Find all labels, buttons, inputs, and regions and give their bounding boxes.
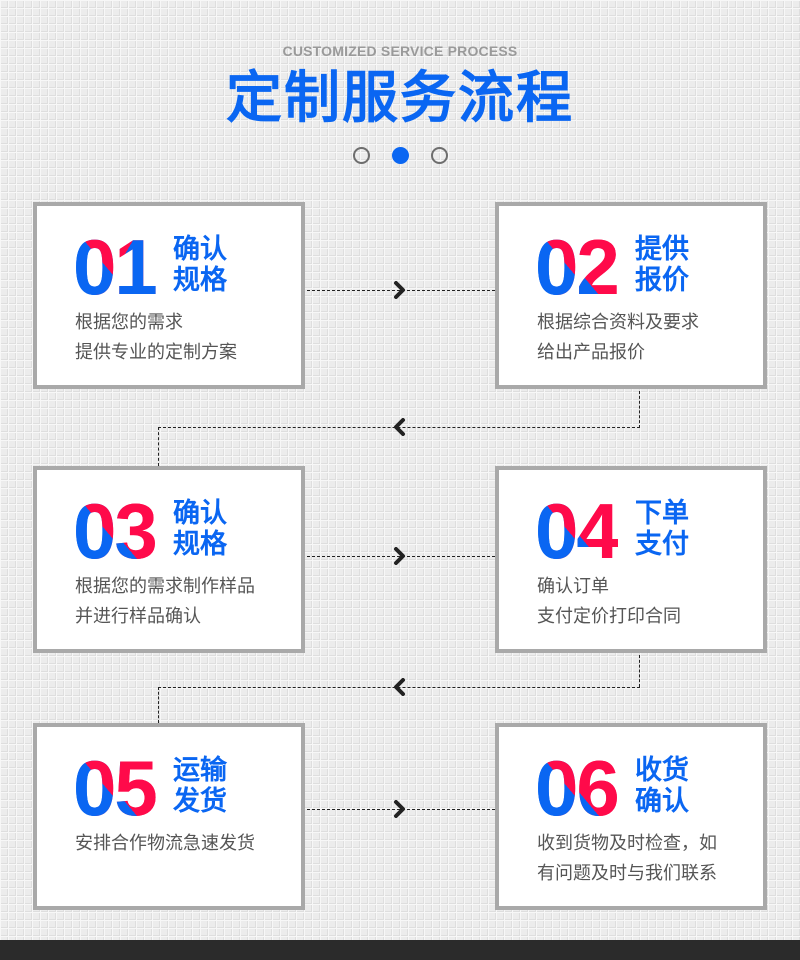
pagination-dots — [0, 147, 800, 164]
step-description: 根据您的需求制作样品并进行样品确认 — [75, 576, 255, 627]
step-description: 收到货物及时检查，如有问题及时与我们联系 — [537, 833, 717, 884]
step-label: 确认规格 — [173, 234, 227, 296]
step-card-06: 06 收货确认 收到货物及时检查，如有问题及时与我们联系 — [495, 723, 767, 910]
step-number: 03 — [73, 487, 158, 575]
chevron-right-icon — [394, 800, 405, 818]
step-description: 安排合作物流急速发货 — [75, 833, 255, 854]
step-card-01: 01 确认规格 根据您的需求提供专业的定制方案 — [33, 202, 305, 389]
pagination-dot-2-active[interactable] — [391, 147, 409, 164]
step-number: 01 — [73, 223, 158, 311]
chevron-left-icon — [394, 418, 405, 436]
step-card-02: 02 提供报价 根据综合资料及要求给出产品报价 — [495, 202, 767, 389]
step-label: 提供报价 — [635, 234, 689, 296]
connector-line-02-03-down — [639, 391, 640, 428]
step-number: 05 — [73, 744, 158, 832]
step-card-03: 03 确认规格 根据您的需求制作样品并进行样品确认 — [33, 466, 305, 653]
step-description: 根据您的需求提供专业的定制方案 — [75, 312, 237, 363]
chevron-right-icon — [394, 547, 405, 565]
step-number: 06 — [535, 744, 620, 832]
footer-bar — [0, 940, 800, 960]
page-title: 定制服务流程 — [226, 66, 574, 131]
step-description: 根据综合资料及要求给出产品报价 — [537, 312, 699, 363]
chevron-left-icon — [394, 678, 405, 696]
connector-line-04-05-down — [639, 655, 640, 687]
step-card-04: 04 下单支付 确认订单支付定价打印合同 — [495, 466, 767, 653]
connector-line-02-03-up — [158, 427, 159, 466]
step-number: 04 — [535, 487, 620, 575]
chevron-right-icon — [394, 281, 405, 299]
pagination-dot-3[interactable] — [430, 147, 448, 164]
step-label: 运输发货 — [173, 755, 227, 817]
step-label: 下单支付 — [635, 498, 689, 560]
step-number: 02 — [535, 223, 620, 311]
step-label: 确认规格 — [173, 498, 227, 560]
pagination-dot-1[interactable] — [352, 147, 370, 164]
connector-line-04-05-up — [158, 687, 159, 723]
step-card-05: 05 运输发货 安排合作物流急速发货 — [33, 723, 305, 910]
step-description: 确认订单支付定价打印合同 — [537, 576, 681, 627]
step-label: 收货确认 — [635, 755, 689, 817]
page-subtitle: CUSTOMIZED SERVICE PROCESS — [282, 43, 518, 59]
